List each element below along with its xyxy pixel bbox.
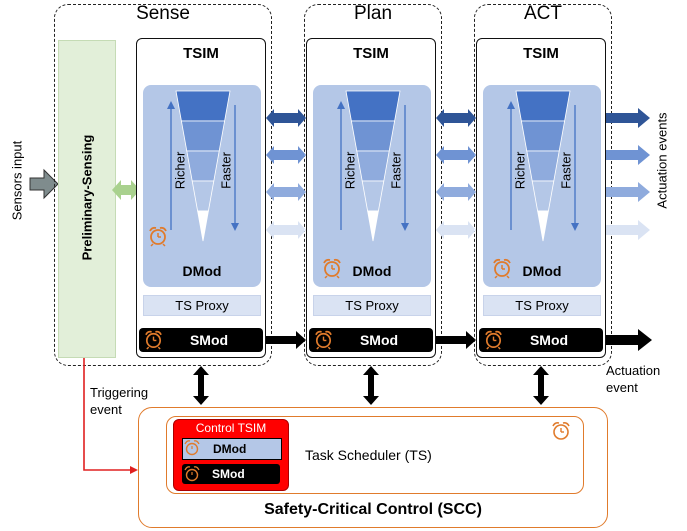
tsim-title: TSIM	[353, 45, 389, 62]
smod-label: SMod	[359, 332, 399, 348]
double-arrow-icon	[266, 109, 306, 127]
funnel-icon	[507, 90, 579, 242]
dmod-label: DMod	[352, 263, 392, 279]
smod-arrow-icon	[436, 331, 476, 349]
control-dmod-label: DMod	[213, 442, 247, 456]
double-arrow-icon	[436, 183, 476, 201]
vertical-double-arrow-icon	[193, 366, 209, 405]
smod-bar: SMod	[139, 328, 263, 352]
dmod-label: DMod	[522, 263, 562, 279]
double-arrow-icon	[436, 109, 476, 127]
smod-bar: SMod	[309, 328, 433, 352]
act-group: ACT	[474, 3, 612, 366]
safety-critical-control-box: Safety-Critical Control (SCC)	[138, 407, 608, 528]
scc-title: Safety-Critical Control (SCC)	[264, 501, 482, 518]
arrow-icon	[606, 182, 650, 202]
smod-bar: SMod	[479, 328, 603, 352]
dmod-label: DMod	[182, 263, 222, 279]
smod-alarm-clock-icon	[145, 330, 162, 350]
ts-proxy: TS Proxy	[483, 295, 601, 316]
smod-alarm-clock-icon	[485, 330, 502, 350]
preliminary-sensing-box	[58, 40, 116, 358]
control-smod-label: SMod	[212, 467, 245, 481]
double-arrow-icon	[266, 146, 306, 164]
task-scheduler-box: Task Scheduler (TS)	[166, 416, 584, 494]
arrow-icon	[606, 145, 650, 165]
smod-alarm-clock-icon	[315, 330, 332, 350]
sensors-input-arrow-icon	[29, 168, 59, 200]
dmod-alarm-clock-icon	[323, 258, 341, 279]
sense-title: Sense	[136, 3, 190, 24]
task-scheduler-label: Task Scheduler (TS)	[305, 447, 432, 463]
vertical-double-arrow-icon	[363, 366, 379, 405]
funnel-icon	[167, 90, 239, 242]
act-title: ACT	[524, 3, 562, 24]
arrow-icon	[606, 108, 650, 128]
smod-label: SMod	[189, 332, 229, 348]
triggering-event-label: Triggering event	[90, 385, 149, 417]
ts-alarm-clock-icon	[552, 422, 570, 440]
control-dmod: DMod	[182, 438, 282, 460]
plan-group: Plan	[304, 3, 442, 366]
actuation-event-label: Actuation event	[606, 363, 661, 395]
arrow-icon	[606, 220, 650, 240]
double-arrow-icon	[266, 183, 306, 201]
smod-label: SMod	[529, 332, 569, 348]
tsim-title: TSIM	[523, 45, 559, 62]
vertical-double-arrow-icon	[533, 366, 549, 405]
dmod-alarm-clock-icon	[149, 226, 167, 247]
double-arrow-icon	[436, 146, 476, 164]
double-arrow-icon	[266, 221, 306, 239]
funnel-icon	[337, 90, 409, 242]
prelim-double-arrow-icon	[112, 180, 140, 200]
smod-arrow-icon	[606, 329, 652, 351]
control-tsim-title: Control TSIM	[195, 421, 267, 435]
control-smod: SMod	[182, 464, 280, 484]
control-smod-alarm-clock-icon	[184, 466, 200, 482]
double-arrow-icon	[436, 221, 476, 239]
sense-group: Sense	[54, 3, 272, 366]
ts-proxy: TS Proxy	[143, 295, 261, 316]
dmod-alarm-clock-icon	[493, 258, 511, 279]
tsim-title: TSIM	[183, 45, 219, 62]
control-dmod-alarm-clock-icon	[184, 440, 200, 456]
smod-arrow-icon	[266, 331, 306, 349]
ts-proxy: TS Proxy	[313, 295, 431, 316]
plan-title: Plan	[353, 3, 393, 24]
